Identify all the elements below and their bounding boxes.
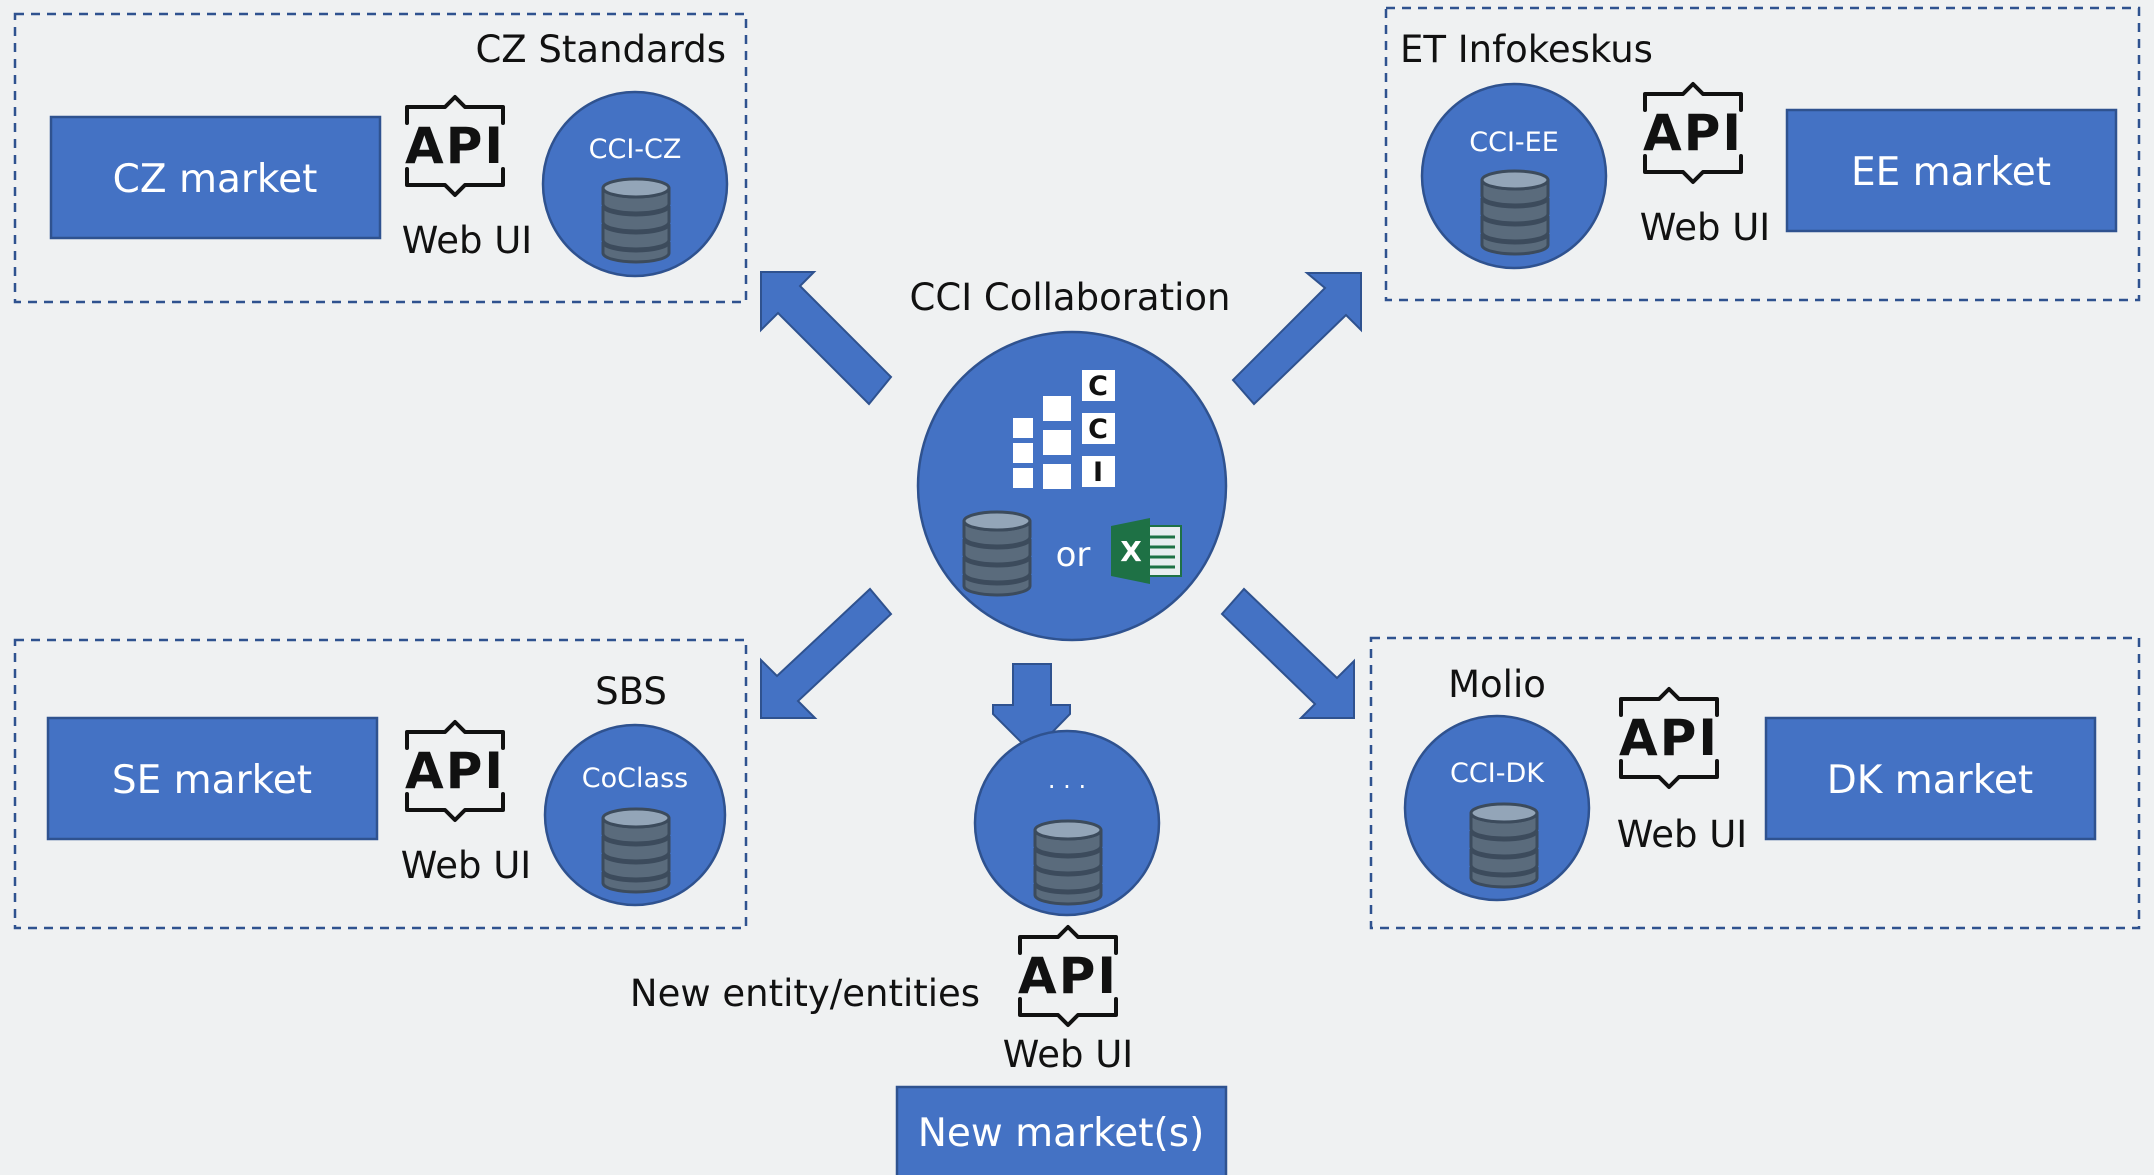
cz-market-box[interactable] — [49, 115, 382, 240]
se-webui-label: Web UI — [401, 844, 531, 887]
arrow-to-cz — [760, 271, 893, 406]
se-market-label: SE market — [112, 758, 312, 803]
se-org-label: SBS — [595, 670, 667, 713]
ee-org-label: ET Infokeskus — [1400, 28, 1653, 71]
new-market-label: New market(s) — [918, 1111, 1205, 1156]
arrow-to-se — [760, 587, 893, 719]
dk-market-box[interactable] — [1764, 716, 2097, 841]
excel-icon: X — [1111, 518, 1182, 584]
svg-text:X: X — [1120, 535, 1142, 568]
arrow-icon — [992, 663, 1071, 755]
new-market-box[interactable] — [895, 1085, 1228, 1175]
cz-webui-label: Web UI — [402, 219, 532, 262]
cz-node-label: CCI-CZ — [589, 134, 682, 165]
cz-market-label: CZ market — [113, 157, 318, 202]
ee-webui-label: Web UI — [1640, 206, 1770, 249]
se-region — [13, 638, 748, 930]
or-label: or — [1056, 535, 1091, 575]
new-webui-label: Web UI — [1003, 1033, 1133, 1076]
se-group: SBS SE market API Web UI CoClass — [46, 670, 727, 907]
dk-group: Molio CCI-DK API Web UI DK market — [1403, 663, 2097, 902]
new-node-label: · · · — [1048, 773, 1086, 801]
se-market-box[interactable] — [46, 716, 379, 841]
dk-org-label: Molio — [1448, 663, 1546, 706]
new-api-label: API — [1018, 947, 1118, 1005]
arrow-icon — [1231, 272, 1362, 406]
svg-text:I: I — [1093, 457, 1103, 488]
center-title: CCI Collaboration — [910, 276, 1231, 319]
se-api-label: API — [405, 742, 505, 800]
api-icon: API — [405, 720, 505, 822]
new-entity-label: New entity/entities — [630, 972, 980, 1015]
cz-region — [13, 12, 748, 304]
dk-webui-label: Web UI — [1617, 813, 1747, 856]
database-icon — [601, 807, 671, 894]
database-icon — [1469, 802, 1539, 889]
api-icon: API — [405, 95, 505, 197]
dk-api-label: API — [1619, 709, 1719, 767]
api-icon: API — [1619, 687, 1719, 789]
ee-group: ET Infokeskus CCI-EE API Web UI EE marke… — [1400, 28, 2118, 270]
arrow-to-ee — [1231, 272, 1362, 406]
se-node-label: CoClass — [582, 763, 688, 794]
ee-market-box[interactable] — [1785, 108, 2118, 233]
svg-text:C: C — [1088, 414, 1108, 445]
api-icon: API — [1643, 82, 1743, 184]
dk-market-label: DK market — [1827, 758, 2033, 803]
new-entity-group: · · · New entity/entities API Web UI New… — [630, 729, 1228, 1175]
cci-logo-icon: C C I — [1013, 370, 1115, 489]
ee-market-label: EE market — [1851, 150, 2051, 195]
arrow-to-dk — [1220, 587, 1355, 719]
database-icon — [1480, 169, 1550, 256]
arrow-to-new — [992, 663, 1071, 755]
svg-text:C: C — [1088, 371, 1108, 402]
database-icon — [601, 177, 671, 264]
arrow-icon — [1220, 587, 1355, 719]
database-icon — [962, 510, 1032, 597]
ee-region — [1384, 6, 2141, 302]
arrow-icon — [760, 587, 893, 719]
database-icon — [1033, 819, 1103, 906]
ee-node-label: CCI-EE — [1469, 127, 1559, 158]
dk-node-label: CCI-DK — [1450, 758, 1545, 789]
cz-api-label: API — [405, 117, 505, 175]
cci-collaboration-node[interactable] — [916, 330, 1228, 642]
arrow-icon — [760, 271, 893, 406]
api-icon: API — [1018, 925, 1118, 1027]
cz-group: CZ Standards CZ market API Web UI CCI-CZ — [49, 28, 729, 278]
ee-api-label: API — [1643, 104, 1743, 162]
cz-org-label: CZ Standards — [475, 28, 726, 71]
dk-region — [1369, 636, 2141, 930]
center-group: CCI Collaboration C C I or X — [910, 276, 1231, 642]
